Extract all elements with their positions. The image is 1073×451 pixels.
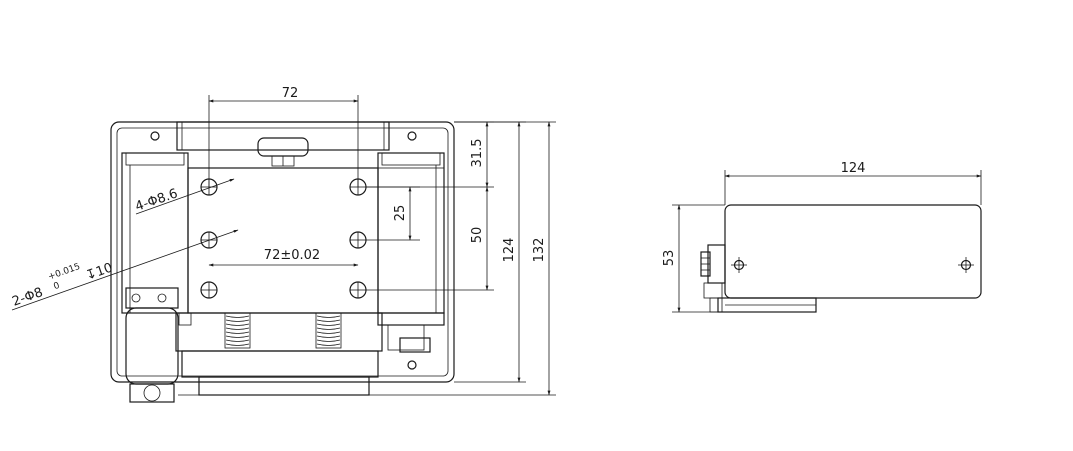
dim-inner-height: 124 <box>454 121 526 383</box>
callout-pins-main: 2-Φ8 <box>10 285 45 310</box>
right-rail <box>377 152 445 314</box>
dim-row-pitch: 25 <box>366 186 420 241</box>
callout-pins-depth: ↧10 <box>84 260 115 283</box>
dim-text-25: 25 <box>393 205 408 222</box>
callout-pins: 2-Φ8 +0.015 0 ↧10 <box>10 229 239 311</box>
callout-pins-tol-lower: 0 <box>52 281 61 292</box>
side-view: 124 53 <box>662 161 982 313</box>
bottom-guide <box>198 376 370 396</box>
bottom-slide <box>181 350 379 378</box>
actuator-body <box>125 307 179 385</box>
spring-right <box>315 312 342 349</box>
dim-text-50: 50 <box>470 227 485 244</box>
side-screw-right <box>958 257 974 273</box>
front-view: 72 72±0.02 25 50 31.5 <box>10 86 556 403</box>
corner-hole-top-left <box>150 131 160 141</box>
micrometer-actuator <box>125 287 179 403</box>
side-screw-left <box>731 257 747 273</box>
mounting-holes <box>200 178 367 299</box>
dim-top-offset: 31.5 <box>454 121 494 188</box>
spring-left <box>224 312 251 349</box>
top-adjust-knob <box>257 137 309 157</box>
dim-hole-pitch-mid: 72±0.02 <box>208 248 359 267</box>
actuator-knob <box>129 383 175 403</box>
top-bracket <box>176 121 390 151</box>
hole-bottom-left <box>200 281 218 299</box>
corner-hole-top-right <box>407 131 417 141</box>
dim-hole-pitch-top: 72 <box>208 86 359 187</box>
dim-text-124-h: 124 <box>841 161 866 176</box>
table-plate-extension <box>377 167 445 314</box>
side-actuator <box>700 244 726 299</box>
base-plate-inner-edge <box>116 127 449 377</box>
right-stop-block <box>399 337 431 353</box>
side-body <box>724 204 982 299</box>
callout-holes-text: 4-Φ8.6 <box>133 186 179 214</box>
dim-rows-span: 50 <box>366 186 494 291</box>
dim-text-132: 132 <box>532 238 547 263</box>
lower-body <box>175 312 383 352</box>
dim-text-31-5: 31.5 <box>470 139 485 168</box>
hole-bottom-right <box>349 281 367 299</box>
dim-text-72-tol: 72±0.02 <box>264 248 320 263</box>
right-lower-clamp <box>377 312 445 326</box>
dim-overall-height: 132 <box>178 121 556 396</box>
corner-hole-bottom-right <box>407 360 417 370</box>
dim-side-length: 124 <box>724 161 982 205</box>
dim-side-height: 53 <box>662 204 725 313</box>
dim-text-124-v: 124 <box>502 238 517 263</box>
actuator-head <box>125 287 179 309</box>
dim-text-53: 53 <box>662 250 677 267</box>
pin-mid-right <box>349 231 367 249</box>
callout-pins-tol-upper: +0.015 <box>47 262 82 283</box>
callout-holes: 4-Φ8.6 <box>133 178 235 215</box>
dim-text-72-top: 72 <box>282 86 299 101</box>
